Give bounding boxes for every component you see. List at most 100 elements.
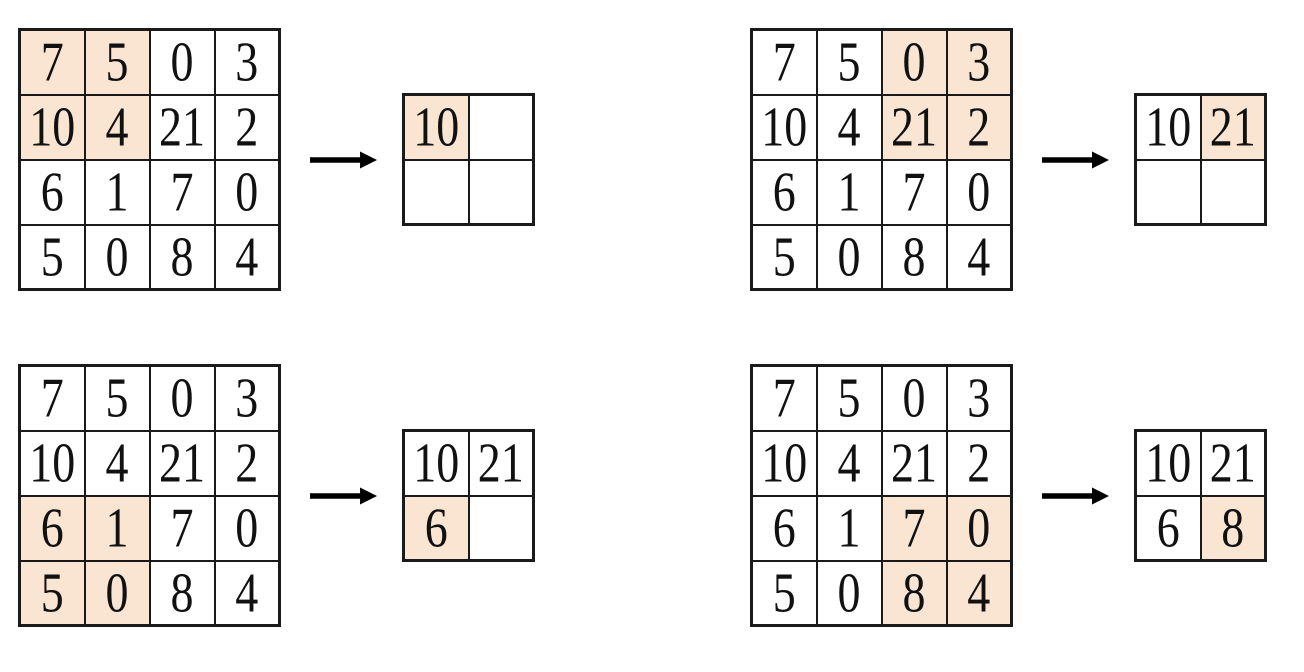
output-matrix: 10 — [402, 93, 535, 226]
matrix-cell — [467, 494, 535, 562]
matrix-cell: 7 — [18, 364, 86, 432]
matrix-cell: 21 — [1199, 429, 1267, 497]
matrix-cell: 21 — [148, 429, 216, 497]
matrix-cell: 21 — [880, 429, 948, 497]
matrix-cell: 4 — [83, 429, 151, 497]
matrix-cell: 8 — [1199, 494, 1267, 562]
matrix-cell: 4 — [945, 223, 1013, 291]
matrix-cell: 10 — [18, 93, 86, 161]
matrix-cell: 7 — [880, 158, 948, 226]
matrix-cell: 5 — [18, 223, 86, 291]
matrix-cell: 7 — [750, 28, 818, 96]
matrix-cell: 21 — [467, 429, 535, 497]
matrix-cell: 8 — [880, 559, 948, 627]
matrix-cell: 1 — [83, 158, 151, 226]
matrix-cell: 5 — [815, 364, 883, 432]
matrix-cell: 5 — [83, 364, 151, 432]
matrix-cell: 3 — [945, 364, 1013, 432]
matrix-cell: 4 — [815, 93, 883, 161]
matrix-cell: 10 — [18, 429, 86, 497]
matrix-cell: 0 — [880, 28, 948, 96]
matrix-cell: 0 — [880, 364, 948, 432]
matrix-cell: 0 — [213, 494, 281, 562]
matrix-cell: 0 — [83, 223, 151, 291]
matrix-cell: 5 — [83, 28, 151, 96]
matrix-cell: 6 — [18, 494, 86, 562]
matrix-cell: 0 — [945, 158, 1013, 226]
matrix-cell: 7 — [750, 364, 818, 432]
matrix-cell: 4 — [83, 93, 151, 161]
matrix-cell: 10 — [402, 93, 470, 161]
matrix-cell: 8 — [880, 223, 948, 291]
matrix-cell: 7 — [148, 158, 216, 226]
matrix-cell: 0 — [83, 559, 151, 627]
matrix-cell: 0 — [945, 494, 1013, 562]
matrix-cell: 1 — [83, 494, 151, 562]
matrix-row — [1134, 158, 1267, 226]
matrix-cell: 2 — [945, 93, 1013, 161]
right-arrow-icon — [310, 151, 377, 169]
matrix-cell: 7 — [880, 494, 948, 562]
matrix-cell: 5 — [750, 559, 818, 627]
matrix-cell: 21 — [1199, 93, 1267, 161]
matrix-cell: 0 — [815, 559, 883, 627]
matrix-cell: 1 — [815, 158, 883, 226]
matrix-cell: 5 — [18, 559, 86, 627]
matrix-cell: 3 — [213, 364, 281, 432]
matrix-cell: 8 — [148, 223, 216, 291]
right-arrow-icon — [1042, 151, 1109, 169]
matrix-cell: 1 — [815, 494, 883, 562]
matrix-cell: 3 — [213, 28, 281, 96]
matrix-cell — [467, 158, 535, 226]
matrix-cell: 8 — [148, 559, 216, 627]
matrix-cell: 5 — [815, 28, 883, 96]
matrix-cell: 10 — [750, 429, 818, 497]
matrix-cell: 21 — [880, 93, 948, 161]
matrix-cell: 10 — [1134, 429, 1202, 497]
matrix-cell: 6 — [1134, 494, 1202, 562]
matrix-cell: 0 — [815, 223, 883, 291]
matrix-cell: 0 — [213, 158, 281, 226]
matrix-cell: 6 — [402, 494, 470, 562]
matrix-cell: 5 — [750, 223, 818, 291]
right-arrow-icon — [310, 487, 377, 505]
matrix-cell: 10 — [402, 429, 470, 497]
matrix-cell: 4 — [213, 223, 281, 291]
matrix-cell: 6 — [750, 494, 818, 562]
matrix-cell: 2 — [213, 429, 281, 497]
matrix-cell: 6 — [18, 158, 86, 226]
matrix-cell: 4 — [213, 559, 281, 627]
matrix-cell: 2 — [213, 93, 281, 161]
matrix-cell: 2 — [945, 429, 1013, 497]
matrix-cell: 10 — [750, 93, 818, 161]
matrix-cell — [1199, 158, 1267, 226]
matrix-cell: 0 — [148, 28, 216, 96]
matrix-cell: 21 — [148, 93, 216, 161]
matrix-row: 6 — [402, 494, 535, 562]
matrix-cell — [402, 158, 470, 226]
right-arrow-icon — [1042, 487, 1109, 505]
